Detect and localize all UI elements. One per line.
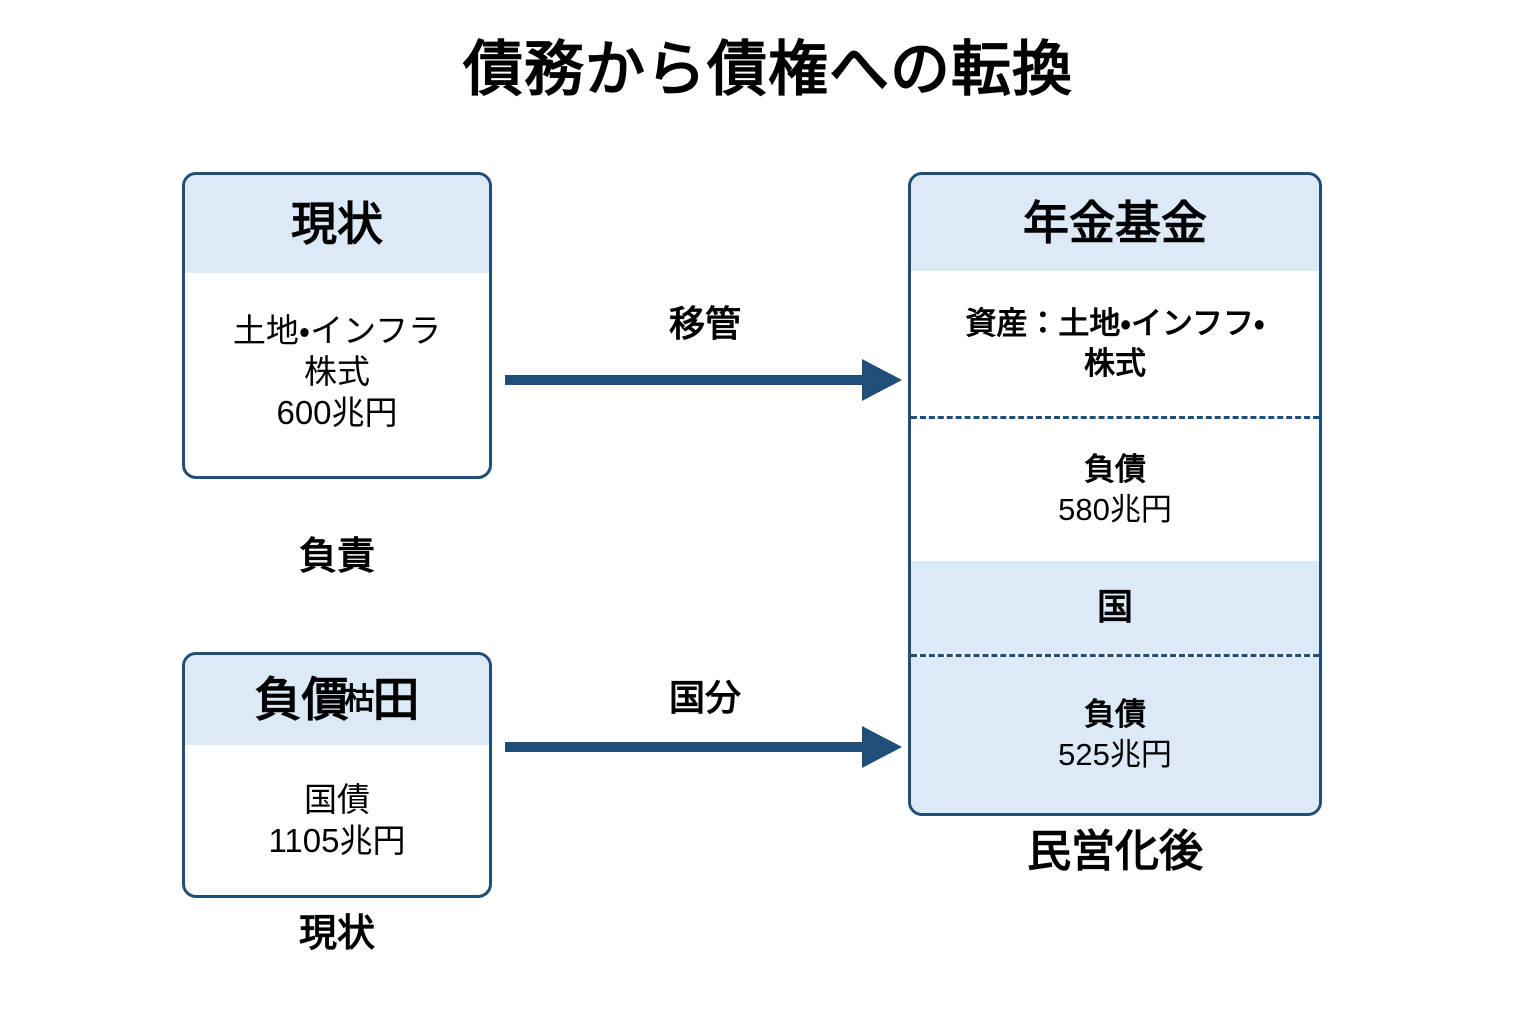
box-current-debt: 負價枯田 国債 1105兆円 xyxy=(182,652,492,898)
box-current-assets: 現状 土地・インフラ 株式 600兆円 xyxy=(182,172,492,479)
box-current-assets-body: 土地・インフラ 株式 600兆円 xyxy=(185,273,489,476)
caption-debt-middle: 負責 xyxy=(298,536,375,578)
arrow-transfer-shaft xyxy=(505,375,865,385)
arrow-label-split: 国分 xyxy=(668,677,741,718)
box-pension-fund-header: 年金基金 xyxy=(911,175,1319,271)
arrow-label-transfer: 移管 xyxy=(668,303,741,344)
box-pension-fund: 年金基金 資産：土地・インフフ・ 株式 負債 580兆円 国 負債 525兆円 xyxy=(908,172,1322,816)
fund-liability-2-amount: 525兆円 xyxy=(1058,736,1172,772)
fund-divider-1 xyxy=(911,416,1319,420)
caption-privatized: 民営化後 xyxy=(1027,827,1203,876)
box-current-assets-header: 現状 xyxy=(185,175,489,273)
current-debt-header-main: 負價 xyxy=(254,673,349,727)
fund-liability-1-amount: 580兆円 xyxy=(1058,492,1172,528)
current-debt-line-1: 国債 xyxy=(304,780,370,818)
fund-assets-label-2: 株式 xyxy=(1084,345,1146,381)
box-current-debt-body: 国債 1105兆円 xyxy=(185,745,489,895)
box-current-debt-header: 負價枯田 xyxy=(185,655,489,745)
fund-segment-assets: 資産：土地・インフフ・ 株式 xyxy=(911,271,1319,417)
fund-liability-1-label: 負債 xyxy=(1084,452,1146,488)
fund-segment-liability-2: 負債 525兆円 xyxy=(911,656,1319,813)
fund-divider-2 xyxy=(911,653,1319,657)
fund-assets-label: 資産：土地・インフフ・ xyxy=(965,306,1265,342)
arrow-split-shaft xyxy=(505,742,865,752)
current-debt-header-tail: 田 xyxy=(372,673,420,727)
fund-segment-liability-1: 負債 580兆円 xyxy=(911,419,1319,561)
arrow-transfer xyxy=(505,359,902,401)
current-assets-line-3: 600兆円 xyxy=(276,394,398,432)
caption-current-bottom: 現状 xyxy=(298,913,375,955)
arrow-split-head xyxy=(862,726,902,768)
current-debt-header-garble: 枯 xyxy=(344,683,375,717)
page-title: 債務から債権への転換 xyxy=(463,36,1073,103)
current-debt-line-2: 1105兆円 xyxy=(268,822,406,859)
fund-segment-country: 国 xyxy=(911,560,1319,654)
arrow-transfer-head xyxy=(862,359,902,401)
arrow-split xyxy=(505,726,902,768)
fund-liability-2-label: 負債 xyxy=(1084,697,1146,733)
current-assets-line-2: 株式 xyxy=(304,352,370,390)
fund-country-label: 国 xyxy=(1096,586,1133,628)
current-assets-line-1: 土地・インフラ xyxy=(232,311,442,349)
